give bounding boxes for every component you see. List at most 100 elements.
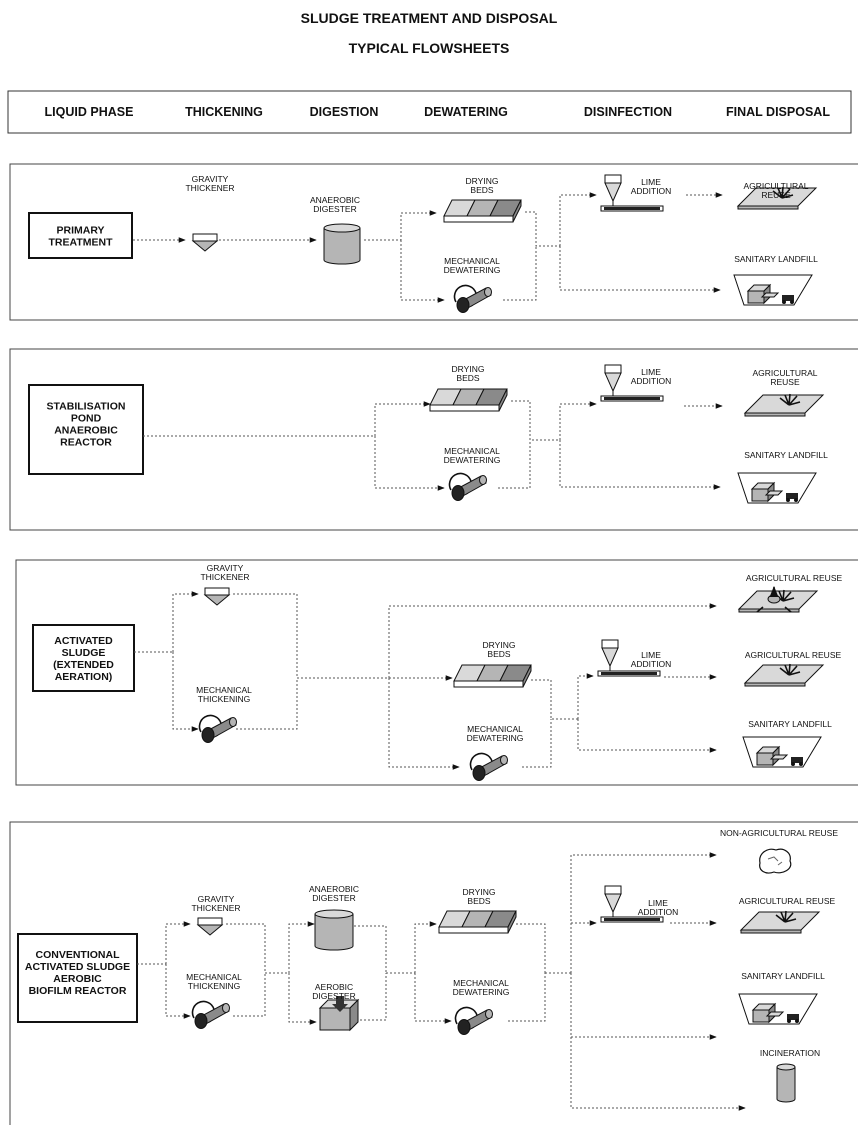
stage-header-final-disposal: FINAL DISPOSAL	[726, 105, 830, 119]
mechanical-thickening-icon	[191, 1000, 230, 1029]
incineration-icon	[776, 1063, 796, 1103]
drying-beds-icon	[429, 388, 508, 412]
mechanical-thickening-icon	[198, 714, 237, 743]
lime-addition-icon	[600, 885, 664, 923]
sanitary-landfill-label: SANITARY LANDFILL	[744, 450, 828, 460]
mechanical-dewatering-icon	[469, 752, 508, 781]
mechanical-dewatering-icon	[453, 284, 492, 313]
lime-addition-icon	[600, 174, 664, 212]
landfill-text-3: SANITARY LANDFILL	[748, 719, 832, 729]
agri-reuse-text-3b: AGRICULTURAL REUSE	[745, 650, 842, 660]
agricultural-reuse-label: AGRICULTURAL REUSE	[745, 650, 842, 660]
agricultural-reuse-icon	[737, 587, 819, 613]
incineration-text-4: INCINERATION	[760, 1048, 820, 1058]
flow-lines-activated	[134, 591, 717, 770]
landfill-text-2: SANITARY LANDFILL	[744, 450, 828, 460]
non-agri-text-4: NON-AGRICULTURAL REUSE	[720, 828, 838, 838]
agricultural-reuse-label: AGRICULTURAL REUSE	[746, 573, 843, 583]
stage-header-bar: LIQUID PHASE THICKENING DIGESTION DEWATE…	[7, 90, 852, 134]
drying-beds-icon	[453, 664, 532, 688]
drying-beds-icon	[438, 910, 517, 934]
sanitary-landfill-icon	[742, 736, 822, 768]
flow-lines-stabilisation	[143, 400, 723, 491]
anaerobic-digester-icon	[314, 909, 354, 951]
lime-addition-icon	[600, 364, 664, 402]
sanitary-landfill-label: SANITARY LANDFILL	[741, 971, 825, 981]
non-agricultural-reuse-icon	[759, 848, 792, 874]
stage-header-liquid-phase: LIQUID PHASE	[45, 105, 134, 119]
landfill-text-4: SANITARY LANDFILL	[741, 971, 825, 981]
stage-header-disinfection: DISINFECTION	[584, 105, 672, 119]
sanitary-landfill-label: SANITARY LANDFILL	[734, 254, 818, 264]
landfill-text-1: SANITARY LANDFILL	[734, 254, 818, 264]
aerobic-digester-icon	[318, 996, 360, 1032]
mechanical-dewatering-icon	[448, 472, 487, 501]
stage-header-thickening: THICKENING	[185, 105, 263, 119]
anaerobic-digester-icon	[323, 223, 361, 265]
agricultural-reuse-icon	[743, 393, 825, 417]
sanitary-landfill-icon	[738, 993, 818, 1025]
drying-beds-icon	[443, 199, 522, 223]
agricultural-reuse-label: AGRICULTURAL REUSE	[739, 896, 836, 906]
sanitary-landfill-label: SANITARY LANDFILL	[748, 719, 832, 729]
sanitary-landfill-icon	[737, 472, 817, 504]
lime-addition-icon	[597, 639, 661, 677]
incineration-label: INCINERATION	[760, 1048, 820, 1058]
diagram-subtitle: TYPICAL FLOWSHEETS	[349, 40, 510, 56]
diagram-title: SLUDGE TREATMENT AND DISPOSAL	[301, 10, 558, 26]
agri-reuse-text-3a: AGRICULTURAL REUSE	[746, 573, 843, 583]
sanitary-landfill-icon	[733, 274, 813, 306]
mechanical-dewatering-icon	[454, 1006, 493, 1035]
agri-reuse-text-4: AGRICULTURAL REUSE	[739, 896, 836, 906]
